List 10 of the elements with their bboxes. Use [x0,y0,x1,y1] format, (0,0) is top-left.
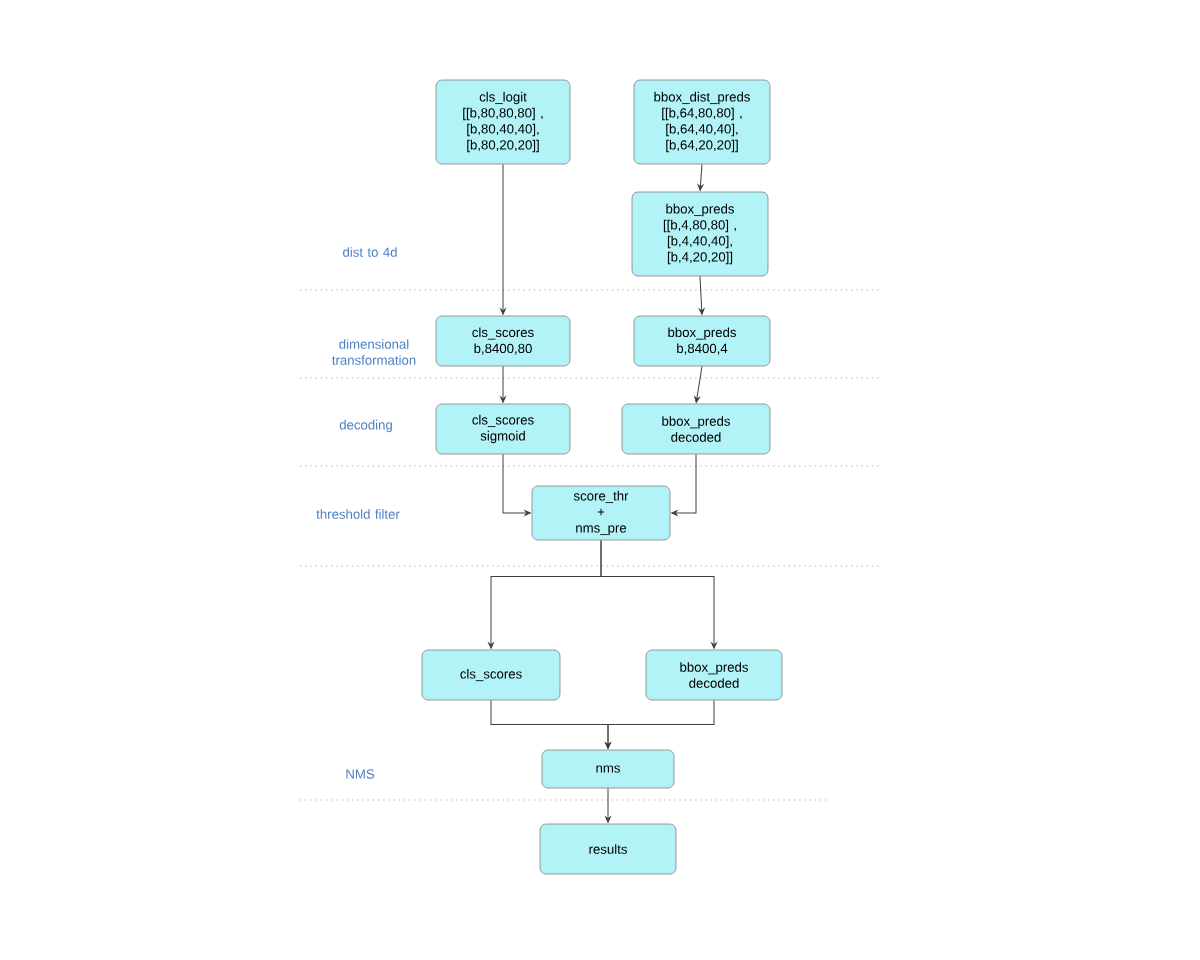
arrow [600,539,717,649]
arrow [698,275,705,315]
arrow [697,163,704,191]
arrow [671,453,697,516]
arrow [500,365,506,403]
arrow [502,453,531,516]
arrow [605,699,715,749]
arrow [694,365,703,403]
arrow [605,787,611,823]
arrow [500,163,506,315]
